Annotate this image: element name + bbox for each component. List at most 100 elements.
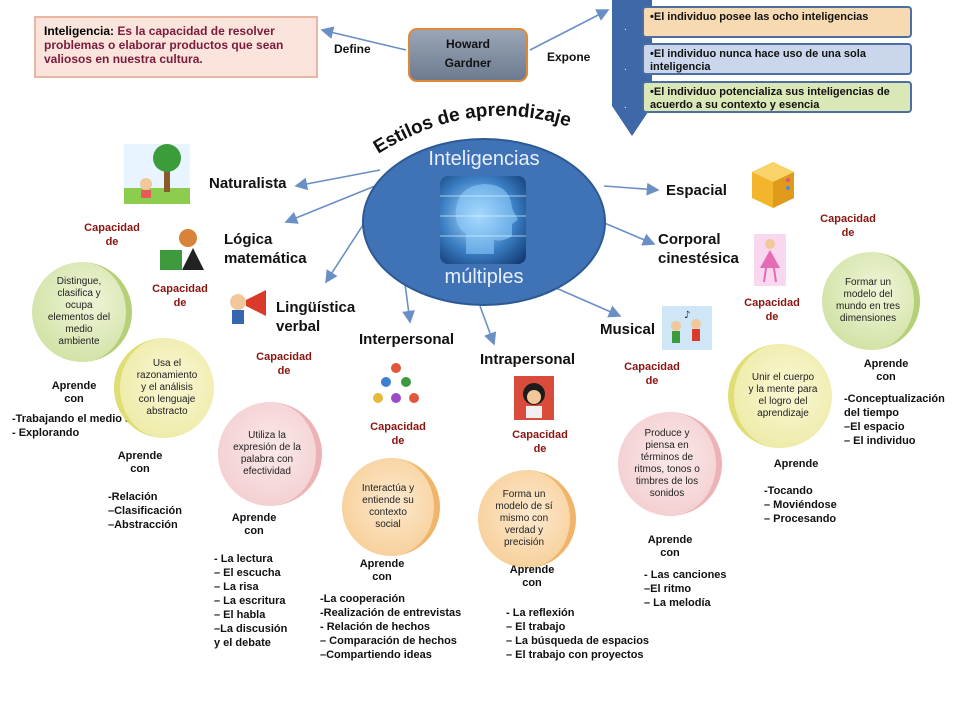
chevron-mark-3: . <box>624 100 627 111</box>
definition-text: Es la capacidad de resolver problemas o … <box>44 24 284 66</box>
list-item: – La escritura <box>214 595 286 607</box>
list-item: – El habla <box>214 609 266 621</box>
naturalista-capacity-circle: Distingue, clasifica y ocupa elementos d… <box>32 262 132 362</box>
musical-label: Musical <box>600 321 656 338</box>
statement-1: •El individuo posee las ocho inteligenci… <box>642 6 912 38</box>
list-item: –Clasificación <box>108 505 182 517</box>
interpersonal-learn-list: -La cooperación -Realización de entrevis… <box>320 592 461 662</box>
tree-child-image <box>124 144 190 204</box>
arrow-logica <box>284 185 376 224</box>
statement-3: •El individuo potencializa sus inteligen… <box>642 81 912 113</box>
centre-title-top: Inteligencias <box>428 148 540 170</box>
list-item: – El trabajo con proyectos <box>506 649 644 661</box>
list-item: –El espacio <box>844 421 905 433</box>
corporal-capacity-circle: Unir el cuerpo y la mente para el logro … <box>728 344 832 448</box>
list-item: – La risa <box>214 581 259 593</box>
list-item: –El ritmo <box>644 583 692 595</box>
linguistica-learn-list: - La lectura – El escucha – La risa – La… <box>214 552 287 650</box>
expone-label: Expone <box>547 50 591 64</box>
music-children-image: ♪ <box>662 306 712 350</box>
megaphone-image <box>224 288 274 332</box>
list-item: –La discusión <box>214 623 288 635</box>
list-item: – Moviéndose <box>764 499 837 511</box>
espacial-label: Espacial <box>666 182 727 199</box>
mafalda-image <box>514 376 554 420</box>
musical-learn-list: - Las canciones –El ritmo – La melodía <box>644 568 727 610</box>
list-item: -Tocando <box>764 485 813 497</box>
expone-arrow <box>529 9 610 51</box>
list-item: del tiempo <box>844 407 900 419</box>
intrapersonal-label: Intrapersonal <box>480 351 576 368</box>
corporal-aprende: Aprende <box>773 458 819 470</box>
arrow-corporal <box>601 221 656 246</box>
list-item: - La reflexión <box>506 607 575 619</box>
espacial-capacity-circle: Formar un modelo del mundo en tres dimen… <box>822 252 920 350</box>
definition-box: Inteligencia: Es la capacidad de resolve… <box>34 16 318 78</box>
logica-learn-list: -Relación –Clasificación –Abstracción <box>108 490 182 532</box>
list-item: – La melodía <box>644 597 711 609</box>
cube-image <box>748 158 798 212</box>
list-item: - Las canciones <box>644 569 727 581</box>
list-item: -Conceptualización <box>844 393 945 405</box>
arrow-espacial <box>603 182 660 196</box>
intrapersonal-capacity-circle: Forma un modelo de sí mismo con verdad y… <box>478 470 576 568</box>
arrow-naturalista <box>294 169 381 191</box>
espacial-learn-list: -Conceptualización del tiempo –El espaci… <box>844 392 945 448</box>
corporal-learn-list: -Tocando – Moviéndose – Procesando <box>764 484 837 526</box>
list-item: - Explorando <box>12 427 80 439</box>
author-first-name: Howard <box>445 37 490 51</box>
author-last-name: Gardner <box>444 56 492 70</box>
list-item: -Relación <box>108 491 158 503</box>
arrow-musical <box>555 287 622 318</box>
centre-title-bottom: múltiples <box>444 266 524 288</box>
list-item: – Procesando <box>764 513 837 525</box>
list-item: –Compartiendo ideas <box>320 649 432 661</box>
svg-text:♪: ♪ <box>684 310 690 321</box>
logica-capacity-circle: Usa el razonamiento y el análisis con le… <box>114 338 214 438</box>
interpersonal-capacity-circle: Interactúa y entiende su contexto social <box>342 458 440 556</box>
digital-head-image <box>440 176 526 264</box>
statement-2: •El individuo nunca hace uso de una sola… <box>642 43 912 75</box>
definition-term: Inteligencia: <box>44 24 115 38</box>
list-item: – El individuo <box>844 435 916 447</box>
list-item: – El trabajo <box>506 621 566 633</box>
list-item: -Realización de entrevistas <box>320 607 462 619</box>
arrow-intrapersonal <box>479 305 497 346</box>
intrapersonal-learn-list: - La reflexión – El trabajo – La búsqued… <box>506 606 649 662</box>
list-item: – Comparación de hechos <box>320 635 457 647</box>
naturalista-label: Naturalista <box>209 175 287 192</box>
interpersonal-label: Interpersonal <box>359 331 455 348</box>
chevron-mark-1: . <box>624 22 627 33</box>
people-pyramid-image <box>370 360 422 410</box>
list-item: - Relación de hechos <box>320 621 431 633</box>
define-arrow <box>320 26 407 51</box>
list-item: - La lectura <box>214 553 273 565</box>
define-label: Define <box>334 42 371 56</box>
musical-capacity-circle: Produce y piensa en términos de ritmos, … <box>618 412 722 516</box>
list-item: – La búsqueda de espacios <box>506 635 650 647</box>
list-item: -La cooperación <box>320 593 405 605</box>
geometric-shapes-image <box>158 228 206 274</box>
list-item: –Abstracción <box>108 519 178 531</box>
author-box: Howard Gardner <box>408 28 528 82</box>
chevron-mark-2: . <box>624 62 627 73</box>
linguistica-capacity-circle: Utiliza la expresión de la palabra con e… <box>218 402 322 506</box>
